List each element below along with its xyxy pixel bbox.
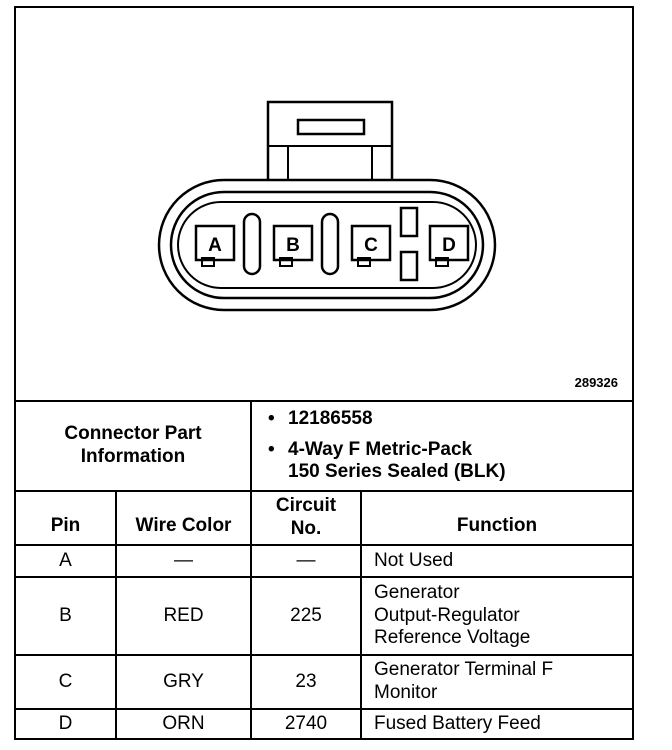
table-row: C GRY 23 Generator Terminal F Monitor	[16, 654, 633, 710]
header-pin: Pin	[16, 490, 117, 546]
header-circuit: Circuit No.	[250, 490, 362, 546]
row-b-circuit: 225	[250, 576, 362, 656]
row-b-wire-color: RED	[115, 576, 252, 656]
row-d-pin: D	[16, 708, 117, 739]
part-info-label-line1: Connector Part	[64, 423, 202, 445]
pin-label-d: D	[442, 235, 456, 256]
row-b-function: Generator Output-Regulator Reference Vol…	[359, 576, 633, 656]
row-c-pin: C	[16, 654, 117, 710]
pin-cavity-d: D	[428, 224, 470, 267]
header-circuit-line2: No.	[290, 518, 322, 539]
row-d-circuit: 2740	[250, 708, 362, 739]
row-d-function: Fused Battery Feed	[359, 708, 633, 739]
pinout-table: Connector Part Information 12186558 4-Wa…	[16, 400, 633, 739]
pin-cavity-b: B	[272, 224, 314, 267]
lock-slot	[296, 118, 366, 136]
pin-label-c: C	[364, 235, 378, 256]
row-c-function: Generator Terminal F Monitor	[359, 654, 633, 710]
pin-cavity-c: C	[350, 224, 392, 267]
row-a-wire-color: —	[115, 544, 252, 578]
separator-cd-top	[399, 206, 419, 238]
part-info-row: Connector Part Information 12186558 4-Wa…	[16, 400, 633, 492]
part-info-label-line2: Information	[80, 446, 186, 467]
connector-body-outer	[157, 178, 497, 312]
row-a-function: Not Used	[359, 544, 633, 578]
header-function: Function	[359, 490, 633, 546]
table-row: D ORN 2740 Fused Battery Feed	[16, 708, 633, 739]
figure-number: 289326	[574, 375, 618, 390]
connector-figure: A B C D 289326 Connector Part	[14, 6, 634, 740]
row-c-circuit: 23	[250, 654, 362, 710]
row-d-wire-color: ORN	[115, 708, 252, 739]
table-row: A — — Not Used	[16, 544, 633, 578]
locking-tab	[266, 100, 394, 188]
separator-cd-bottom	[399, 250, 419, 282]
part-description-line1: 4-Way F Metric-Pack	[268, 439, 628, 462]
connector-face	[177, 201, 477, 289]
table-header-row: Pin Wire Color Circuit No. Function	[16, 490, 633, 546]
row-c-wire-color: GRY	[115, 654, 252, 710]
table-row: B RED 225 Generator Output-Regulator Ref…	[16, 576, 633, 656]
pin-label-a: A	[208, 235, 222, 256]
row-a-pin: A	[16, 544, 117, 578]
part-number: 12186558	[268, 408, 628, 431]
connector-diagram: A B C D	[157, 100, 497, 312]
separator-bc	[320, 212, 340, 276]
part-description-line2: 150 Series Sealed (BLK)	[288, 461, 506, 483]
part-info-label: Connector Part Information	[16, 400, 252, 492]
pin-cavity-a: A	[194, 224, 236, 267]
row-a-circuit: —	[250, 544, 362, 578]
pin-label-b: B	[286, 235, 300, 256]
part-info-details: 12186558 4-Way F Metric-Pack 150 Series …	[249, 400, 633, 492]
header-circuit-line1: Circuit	[275, 495, 337, 517]
header-wire-color: Wire Color	[115, 490, 252, 546]
connector-body-inner	[169, 190, 485, 300]
separator-ab	[242, 212, 262, 276]
row-b-pin: B	[16, 576, 117, 656]
